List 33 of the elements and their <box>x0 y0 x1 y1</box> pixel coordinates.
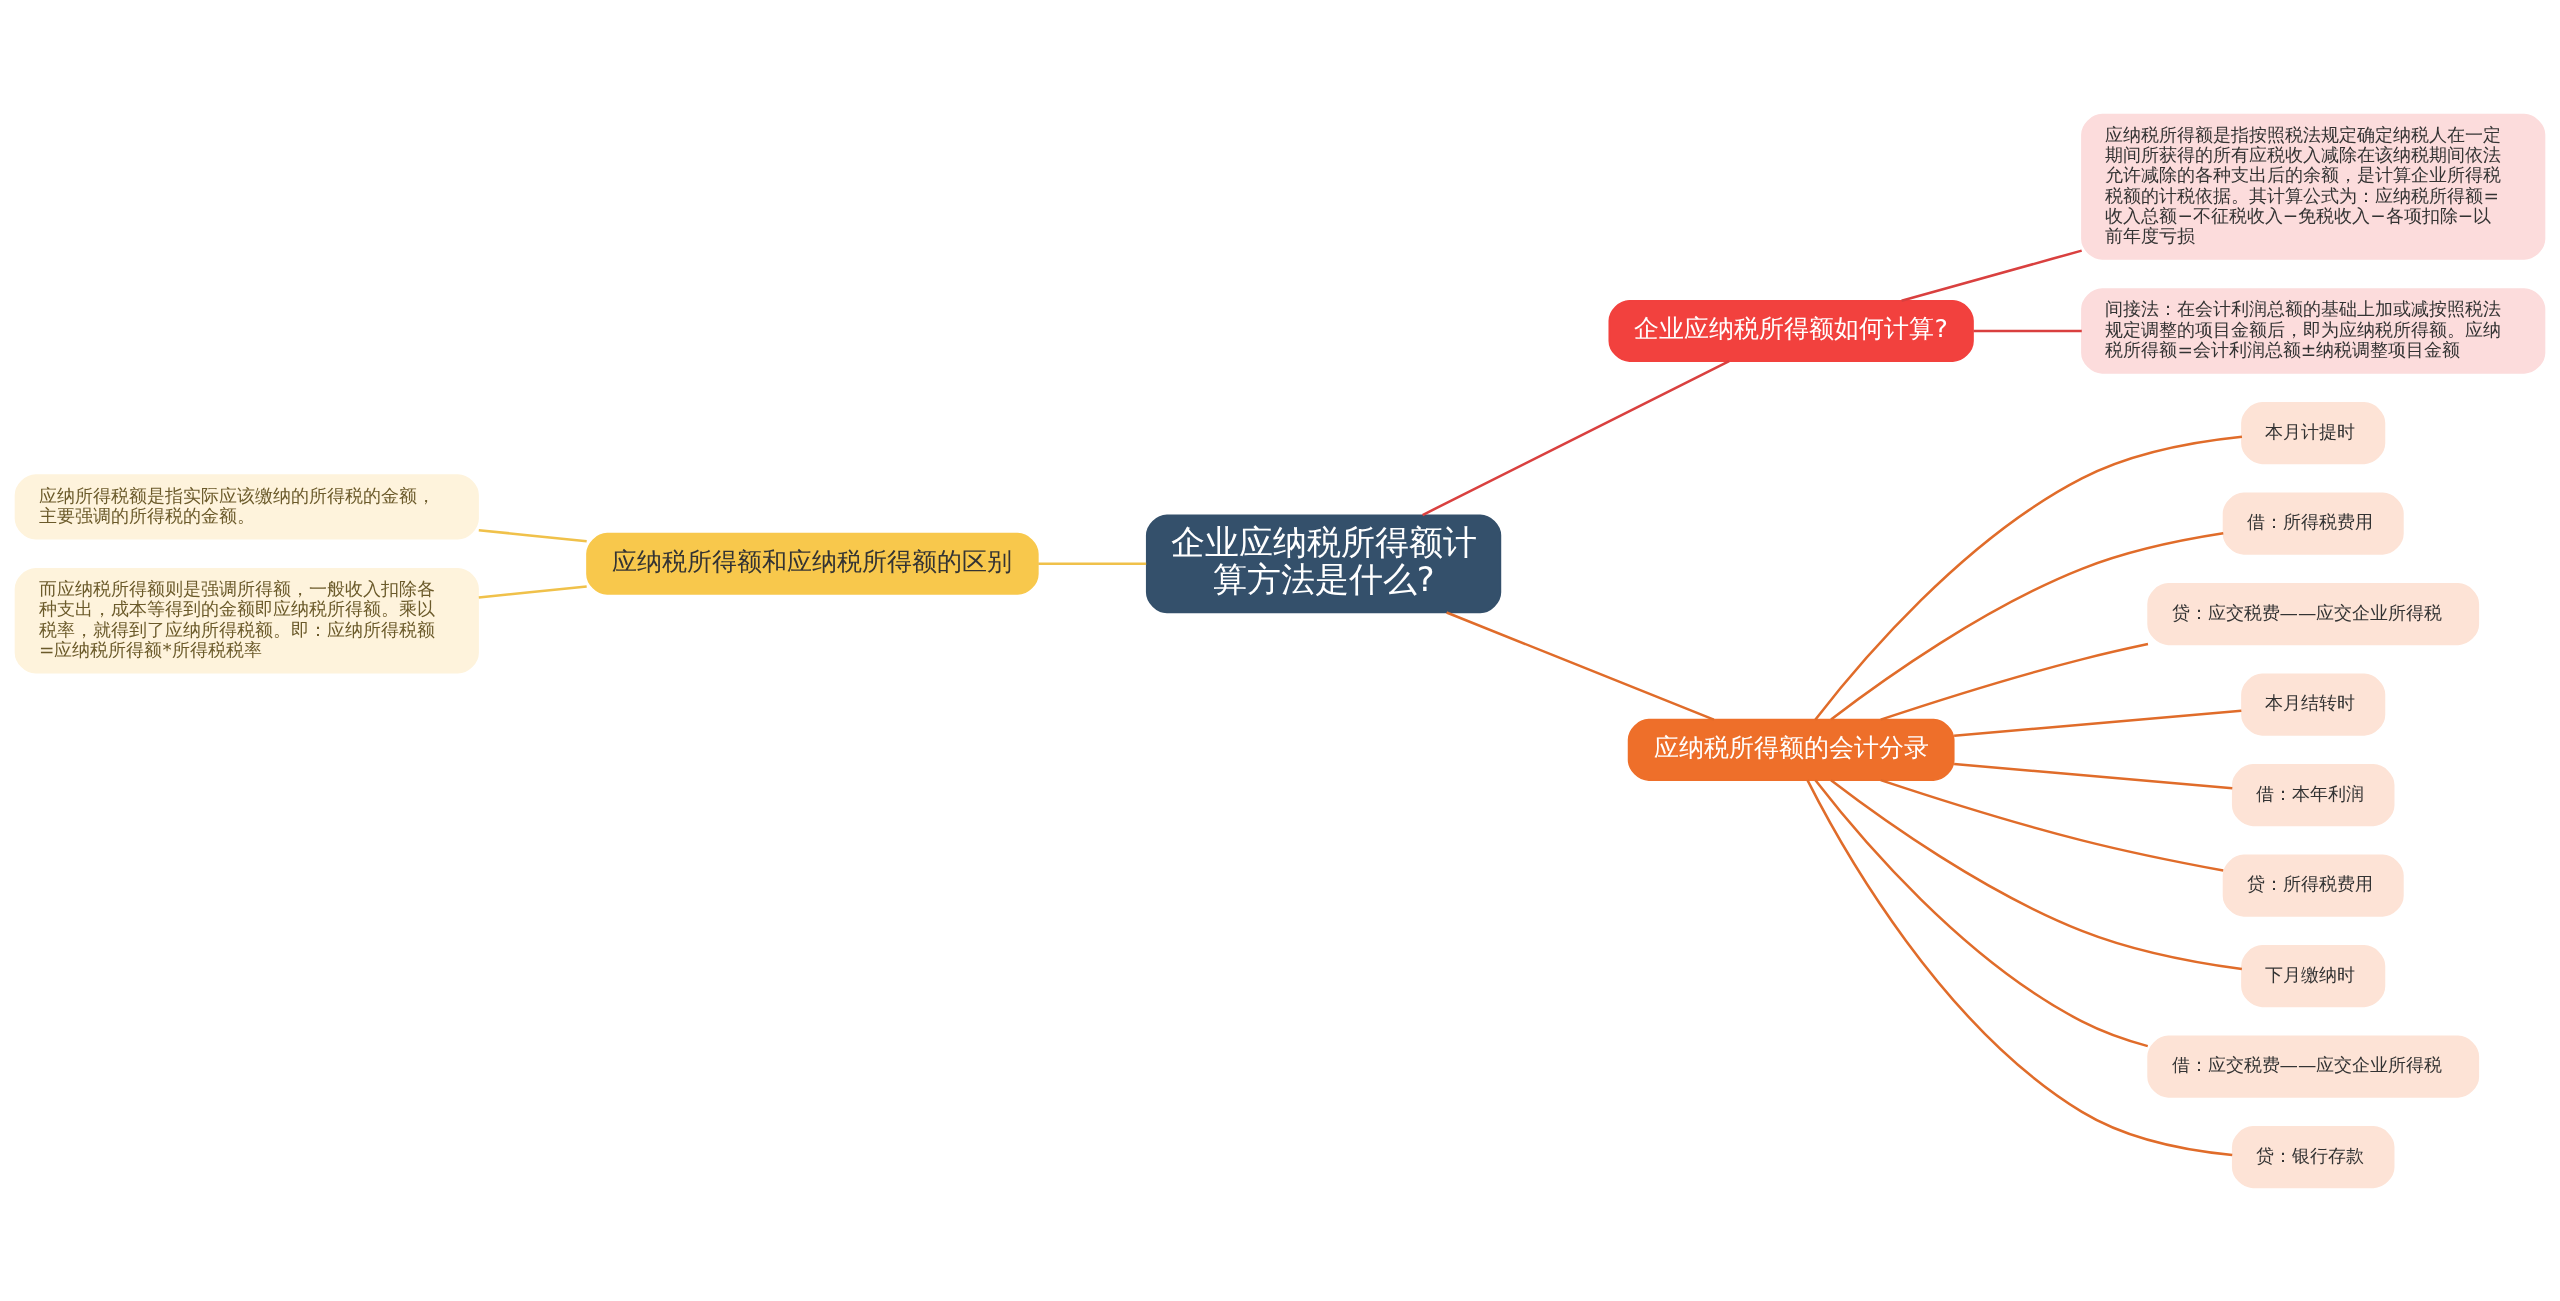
connector <box>1830 778 2243 970</box>
connector <box>478 528 587 542</box>
node-box: 借：应交税费——应交企业所得税 <box>2147 1035 2480 1098</box>
connector <box>1814 435 2243 720</box>
connector <box>1954 762 2233 789</box>
connector <box>1901 248 2082 302</box>
node-box: 企业应纳税所得额计算方法是什么? <box>1145 513 1502 613</box>
connector <box>1830 531 2224 720</box>
node-box: 应纳所得税额是指实际应该缴纳的所得税的金额，主要强调的所得税的金额。 <box>14 473 479 540</box>
node-box: 应纳税所得额是指按照税法规定确定纳税人在一定期间所获得的所有应税收入减除在该纳税期间依法允许减除的各种支出后的余额，是计算企业所得税税额的计税依据。其计算公式为：应纳税所得额=收入总额−不征税收入−免税收入−各项扣除−以前年度亏损 <box>2081 113 2546 260</box>
node-box: 企业应纳税所得额如何计算? <box>1608 299 1974 362</box>
connector <box>1038 562 1147 565</box>
node-box: 贷：银行存款 <box>2231 1125 2395 1188</box>
connector <box>1814 778 2149 1047</box>
node-box: 借：本年利润 <box>2231 763 2395 826</box>
node-box: 贷：应交税费——应交企业所得税 <box>2147 582 2480 645</box>
node-box: 应纳税所得额的会计分录 <box>1627 718 1955 781</box>
connector <box>1954 709 2242 737</box>
node-box: 间接法：在会计利润总额的基础上加或减按照税法规定调整的项目金额后，即为应纳税所得额。应纳税所得额=会计利润总额±纳税调整项目金额 <box>2081 287 2546 374</box>
node-box: 而应纳税所得额则是强调所得额，一般收入扣除各种支出，成本等得到的金额即应纳税所得额。乘以税率，就得到了应纳所得税额。即：应纳所得税额=应纳税所得额*所得税税率 <box>14 567 479 674</box>
connector <box>1446 610 1715 721</box>
connector <box>478 584 587 599</box>
connector <box>1806 779 2233 1156</box>
node-box: 本月计提时 <box>2241 401 2386 464</box>
node-box: 本月结转时 <box>2241 673 2386 736</box>
node-box: 下月缴纳时 <box>2241 944 2386 1007</box>
node-box: 借：所得税费用 <box>2222 492 2404 555</box>
connector <box>1422 359 1730 516</box>
connector <box>1880 642 2149 721</box>
connector <box>1973 329 2082 332</box>
node-box: 应纳税所得额和应纳税所得额的区别 <box>586 532 1039 595</box>
node-box: 贷：所得税费用 <box>2222 854 2404 917</box>
connector <box>1880 778 2224 872</box>
